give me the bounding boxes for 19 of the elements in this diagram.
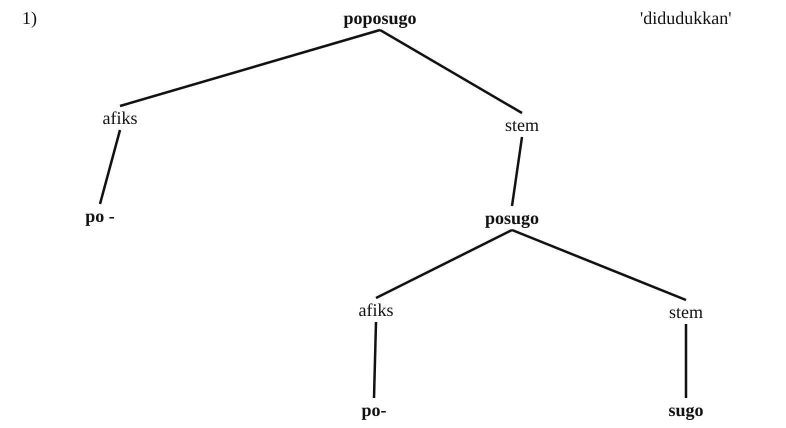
tree-branch-line xyxy=(120,28,380,108)
tree-node-label: afiks xyxy=(358,300,394,320)
tree-branch-line xyxy=(512,228,686,302)
tree-branch-line xyxy=(510,136,524,206)
example-number: 1) xyxy=(22,8,37,28)
tree-branch-line xyxy=(98,130,122,204)
tree-node-label: sugo xyxy=(668,400,704,420)
tree-node-label: stem xyxy=(505,115,539,135)
tree-branch-line xyxy=(379,28,523,114)
tree-branch-line xyxy=(375,228,513,300)
tree-node-label: stem xyxy=(669,302,703,322)
tree-node-label: afiks xyxy=(102,108,138,128)
tree-node-label: posugo xyxy=(484,208,540,228)
gloss-text: 'didudukkan' xyxy=(640,8,732,28)
tree-node-label: poposugo xyxy=(343,8,417,28)
tree-branch-line xyxy=(684,324,688,398)
tree-node-label: po - xyxy=(85,206,115,226)
tree-node-label: po- xyxy=(362,400,386,420)
tree-branch-line xyxy=(372,322,378,398)
